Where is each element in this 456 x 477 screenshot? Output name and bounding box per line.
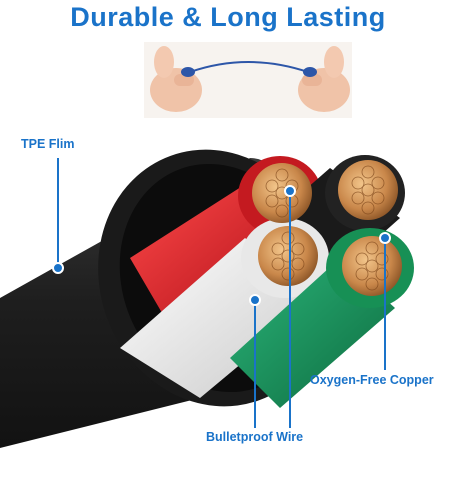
callout-tpe-film: TPE Flim — [21, 137, 75, 151]
callout-tpe-line — [52, 158, 64, 274]
copper-strands — [252, 160, 402, 296]
callout-bulletproof-wire: Bulletproof Wire — [206, 430, 304, 444]
callout-bulletproof-line — [249, 185, 296, 428]
cable-cross-section-diagram — [0, 149, 414, 448]
left-hand-icon — [150, 46, 202, 112]
page-title: Durable & Long Lasting — [70, 2, 386, 32]
callout-oxygen-free-copper: Oxygen-Free Copper — [310, 373, 434, 387]
hands-stretching-cable-image — [144, 42, 352, 118]
callout-copper-line — [379, 232, 391, 370]
right-hand-icon — [298, 46, 350, 112]
